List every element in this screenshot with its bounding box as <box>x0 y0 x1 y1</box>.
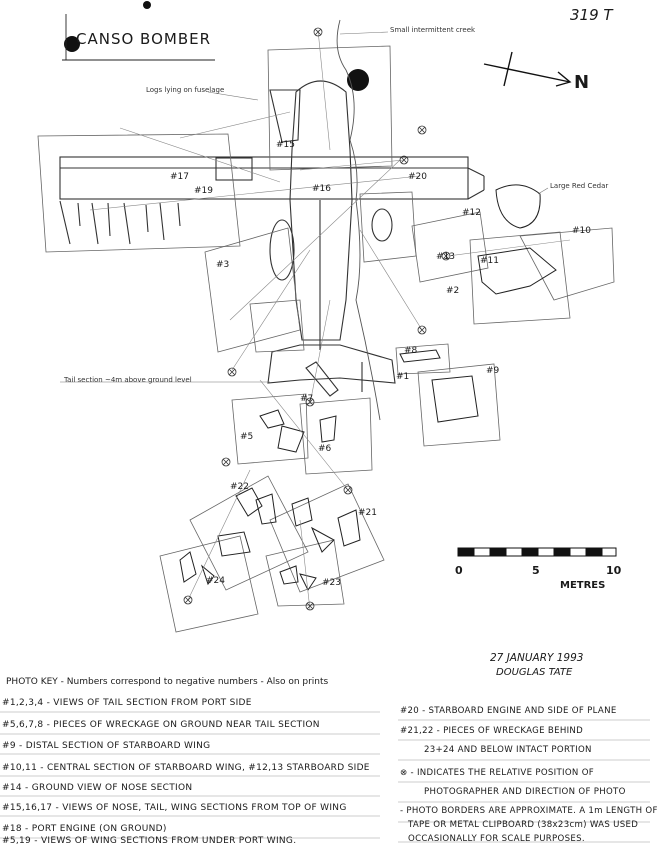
camera-position-marks <box>183 27 451 611</box>
logs-annotation: Logs lying on fuselage <box>146 86 225 94</box>
key-entry: #18 - PORT ENGINE (ON GROUND) <box>2 824 167 834</box>
key-rules <box>0 711 650 843</box>
scale-unit: METRES <box>560 580 606 591</box>
photo-number: #21 <box>358 508 377 518</box>
photo-number: #9 <box>486 366 500 376</box>
photo-number: #17 <box>170 172 189 182</box>
dot-marker <box>347 69 369 91</box>
photo-number: #12 <box>462 208 481 218</box>
photo-number: #10 <box>572 226 591 236</box>
tail-section <box>267 344 396 397</box>
photo-number: #24 <box>206 576 225 586</box>
photo-number: #22 <box>230 482 249 492</box>
photo-number: #16 <box>312 184 331 194</box>
photo-number: #20 <box>408 172 427 182</box>
key-entry: 23+24 AND BELOW INTACT PORTION <box>424 745 592 755</box>
key-entry: #5,19 - VIEWS OF WING SECTIONS FROM UNDE… <box>2 836 297 846</box>
photo-number: #15 <box>276 140 295 150</box>
scale-tick-5: 5 <box>532 564 540 577</box>
photo-key-heading: PHOTO KEY - Numbers correspond to negati… <box>6 677 329 687</box>
key-entry: #1,2,3,4 - VIEWS OF TAIL SECTION FROM PO… <box>2 698 252 708</box>
photo-number: #19 <box>194 186 213 196</box>
north-arrow <box>483 51 572 87</box>
dot-marker <box>143 1 151 9</box>
wreckage-pieces <box>179 184 557 591</box>
key-entry: #10,11 - CENTRAL SECTION OF STARBOARD WI… <box>2 763 370 773</box>
photo-frames <box>37 45 615 633</box>
key-entry: PHOTOGRAPHER AND DIRECTION OF PHOTO <box>424 787 626 797</box>
photo-number: #5 <box>240 432 254 442</box>
photo-number: #6 <box>318 444 332 454</box>
creek-annotation: Small intermittent creek <box>390 26 476 34</box>
sight-lines <box>89 29 571 611</box>
key-entry: #20 - STARBOARD ENGINE AND SIDE OF PLANE <box>400 706 617 716</box>
photo-number: #8 <box>404 346 418 356</box>
photo-number: #7 <box>300 394 314 404</box>
photo-number: #3 <box>216 260 230 270</box>
photo-number: #11 <box>480 256 499 266</box>
key-entry: #14 - GROUND VIEW OF NOSE SECTION <box>2 783 193 793</box>
author-name: DOUGLAS TATE <box>496 667 573 678</box>
key-entry: OCCASIONALLY FOR SCALE PURPOSES. <box>408 834 585 844</box>
photo-number: #13 <box>436 252 455 262</box>
key-entry: TAPE OR METAL CLIPBOARD (38x23cm) WAS US… <box>408 820 639 830</box>
key-entry: #9 - DISTAL SECTION OF STARBOARD WING <box>2 741 211 751</box>
scale-bar <box>457 547 617 557</box>
scale-tick-0: 0 <box>455 564 463 577</box>
key-entry: - PHOTO BORDERS ARE APPROXIMATE. A 1m LE… <box>400 806 658 816</box>
scale-tick-10: 10 <box>606 564 622 577</box>
survey-date: 27 JANUARY 1993 <box>490 652 584 664</box>
tail-height-annotation: Tail section ~4m above ground level <box>64 376 192 384</box>
fuselage-outline <box>269 80 393 350</box>
key-entry: #21,22 - PIECES OF WRECKAGE BEHIND <box>400 726 584 736</box>
cedar-annotation: Large Red Cedar <box>550 182 609 190</box>
photo-number: #2 <box>446 286 460 296</box>
north-label: N <box>574 72 590 93</box>
wing-outline <box>59 156 485 245</box>
key-entry: #15,16,17 - VIEWS OF NOSE, TAIL, WING SE… <box>2 803 347 813</box>
key-entry: ⊗ - INDICATES THE RELATIVE POSITION OF <box>400 768 595 778</box>
creek-line <box>336 19 381 421</box>
sheet-number: 319 T <box>570 6 613 24</box>
page-title: CANSO BOMBER <box>76 30 212 48</box>
photo-number: #23 <box>322 578 341 588</box>
key-entry: #5,6,7,8 - PIECES OF WRECKAGE ON GROUND … <box>2 720 320 730</box>
photo-number: #1 <box>396 372 410 382</box>
dot-marker <box>64 36 80 52</box>
